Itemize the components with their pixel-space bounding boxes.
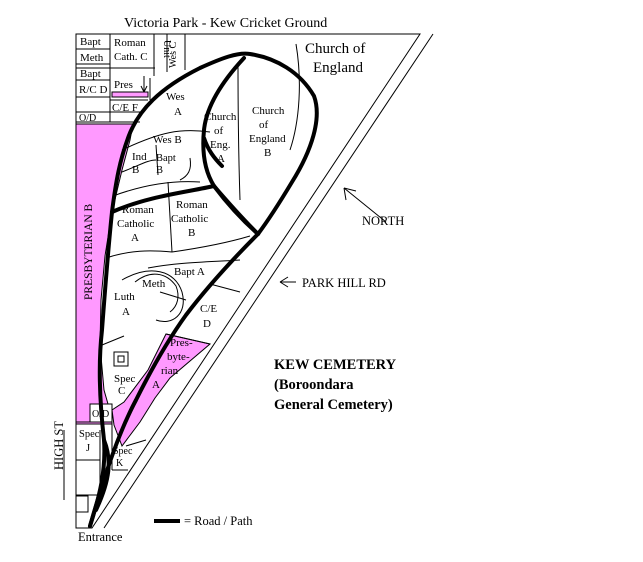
cemetery-boundary: [75, 33, 421, 529]
entrance-path: [110, 184, 216, 214]
park-hill-arrow: [279, 276, 296, 288]
section-wes-b[interactable]: Wes B: [153, 134, 182, 146]
side-road: [94, 438, 111, 512]
legend: = Road / Path: [154, 514, 253, 528]
section-spec-c[interactable]: Spec C: [114, 373, 138, 397]
park-hill-road-line: [103, 33, 434, 529]
section-ind-b[interactable]: Ind B: [132, 151, 149, 176]
section-meth-top[interactable]: Meth: [80, 52, 104, 64]
section-spec-k[interactable]: Spec K: [113, 446, 135, 469]
section-ce-d[interactable]: C/E D: [200, 303, 220, 330]
crosspath: [212, 184, 260, 236]
section-od-top[interactable]: O/D: [79, 113, 96, 124]
section-roman-catholic-b[interactable]: Roman Catholic B: [171, 199, 211, 239]
map-title: KEW CEMETERY (Boroondara General Cemeter…: [274, 357, 399, 413]
section-luth-a[interactable]: Luth A: [114, 291, 138, 318]
north-label: NORTH: [362, 214, 404, 228]
section-pres[interactable]: Pres: [114, 79, 133, 91]
section-spec-j[interactable]: Spec J: [79, 429, 102, 454]
section-bapt-top[interactable]: Bapt: [80, 36, 101, 48]
section-wes-a[interactable]: Wes A: [166, 91, 187, 118]
section-od-bottom[interactable]: O/D: [92, 409, 109, 420]
section-presbyterian-b[interactable]: PRESBYTERIAN B: [83, 204, 95, 300]
section-church-of-eng-a[interactable]: Church of Eng. A: [204, 111, 239, 165]
park-hill-rd-label: PARK HILL RD: [302, 276, 386, 290]
lower-road: [88, 232, 260, 528]
section-wes-c[interactable]: Wes C: [168, 42, 179, 68]
section-ce-f[interactable]: C/E F: [112, 102, 138, 114]
section-bapt-a[interactable]: Bapt A: [174, 266, 205, 278]
legend-road-label: = Road / Path: [184, 514, 253, 528]
section-bapt-rc[interactable]: Bapt: [80, 68, 101, 80]
presbyterian-a-fill: [111, 333, 212, 448]
section-rc-d[interactable]: R/C D: [79, 84, 107, 96]
pres-arrow: [140, 76, 148, 93]
main-loop-road: [88, 51, 319, 528]
section-church-of-england-b[interactable]: Church of England B: [249, 105, 288, 159]
north-arrow: [343, 187, 387, 223]
section-bapt-b[interactable]: Bapt B: [156, 153, 178, 176]
victoria-park-label: Victoria Park - Kew Cricket Ground: [124, 16, 327, 31]
section-presbyterian-a[interactable]: Pres- byte- rian A: [152, 337, 195, 391]
high-st-label: HIGH ST: [52, 421, 66, 470]
section-church-of-england[interactable]: Church of England: [305, 41, 369, 76]
church-path: [202, 136, 224, 168]
entrance-label: Entrance: [78, 530, 123, 544]
section-roman-catholic-a[interactable]: Roman Catholic A: [117, 204, 157, 244]
section-roman-cath-c[interactable]: Roman Cath. C: [114, 37, 149, 63]
pres-fill: [111, 91, 149, 98]
section-unit[interactable]: Unit: [161, 40, 172, 58]
section-meth[interactable]: Meth: [142, 278, 166, 290]
